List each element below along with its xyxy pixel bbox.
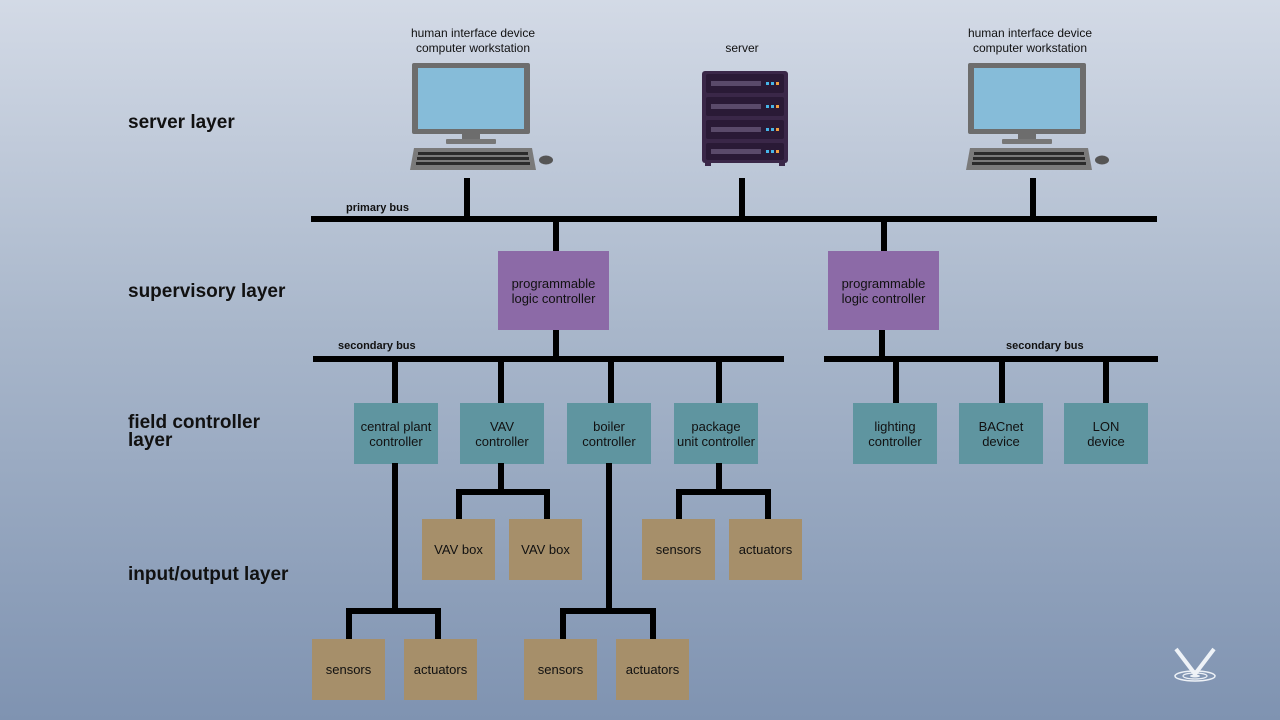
plc-left-line1: programmable	[511, 275, 596, 291]
branch-line	[456, 489, 550, 495]
bus-connector	[739, 178, 745, 218]
branch-line	[544, 489, 550, 521]
secondary-bus-right	[824, 356, 1158, 362]
branch-line	[650, 608, 656, 640]
branch-line	[560, 608, 656, 614]
supervisory-layer-label: supervisory layer	[128, 281, 286, 302]
fc-line1: lighting	[874, 418, 916, 434]
server-layer-label: server layer	[128, 112, 235, 133]
io-layer-label: input/output layer	[128, 564, 289, 585]
server-icon	[702, 71, 788, 166]
plc-left: programmable logic controller	[498, 251, 609, 330]
fc-line1: package	[691, 418, 741, 434]
branch-line	[456, 489, 462, 521]
bus-connector	[553, 330, 559, 358]
secondary-bus-left-label: secondary bus	[338, 340, 416, 352]
field-controller-layer-label: field controller layer	[128, 412, 260, 451]
workstation-icon	[966, 63, 1109, 170]
workstation-right-label-line1: human interface device	[967, 26, 1093, 40]
fc-line2: device	[982, 433, 1020, 449]
branch-line	[346, 608, 352, 640]
fc-line1: VAV	[489, 418, 515, 434]
plc-right: programmable logic controller	[828, 251, 939, 330]
branch-line	[346, 608, 441, 614]
primary-bus	[311, 216, 1157, 222]
fc-line2: controller	[868, 433, 922, 449]
field-controller-layer-label-line2: layer	[128, 430, 173, 451]
secondary-bus-left	[313, 356, 784, 362]
actuators-box: actuators	[616, 639, 689, 700]
plc-right-line2: logic controller	[841, 290, 926, 306]
actuators-box: actuators	[729, 519, 802, 580]
server-label: server	[725, 41, 759, 55]
sensors-box: sensors	[524, 639, 597, 700]
fc-line1: central plant	[360, 418, 432, 434]
vav-box: VAV box	[422, 519, 495, 580]
bus-connector	[553, 220, 559, 252]
fc-line1: boiler	[593, 418, 625, 434]
fc-line2: controller	[369, 433, 423, 449]
plc-right-line1: programmable	[841, 275, 926, 291]
workstation-left-label-line1: human interface device	[410, 26, 536, 40]
secondary-bus-right-label: secondary bus	[1006, 340, 1084, 352]
bus-connector	[716, 360, 722, 404]
logo-icon	[1174, 647, 1216, 682]
vav-box: VAV box	[509, 519, 582, 580]
plc-left-line2: logic controller	[511, 290, 596, 306]
bus-connector	[608, 360, 614, 404]
bus-connector	[498, 360, 504, 404]
branch-line	[606, 463, 612, 612]
branch-line	[676, 489, 771, 495]
fc-line1: LON	[1092, 418, 1120, 434]
branch-line	[765, 489, 771, 521]
workstation-right-label: human interface device computer workstat…	[947, 26, 1113, 56]
workstation-icon	[410, 63, 553, 170]
bus-connector	[392, 360, 398, 404]
workstation-left-label-line2: computer workstation	[415, 41, 531, 55]
bus-connector	[999, 360, 1005, 404]
bus-connector	[1030, 178, 1036, 218]
sensors-box: sensors	[642, 519, 715, 580]
fc-line2: device	[1087, 433, 1125, 449]
bus-connector	[464, 178, 470, 218]
branch-line	[498, 463, 504, 492]
workstation-right-label-line2: computer workstation	[972, 41, 1088, 55]
fc-line1: BACnet	[978, 418, 1024, 434]
field-controller-layer-label-line1: field controller	[128, 412, 260, 433]
branch-line	[435, 608, 441, 640]
primary-bus-label: primary bus	[346, 202, 409, 214]
bus-connector	[881, 220, 887, 252]
branch-line	[392, 463, 398, 612]
branch-line	[716, 463, 722, 492]
fc-line2: controller	[475, 433, 529, 449]
bus-connector	[1103, 360, 1109, 404]
bus-connector	[893, 360, 899, 404]
actuators-box: actuators	[404, 639, 477, 700]
branch-line	[560, 608, 566, 640]
fc-line2: controller	[582, 433, 636, 449]
sensors-box: sensors	[312, 639, 385, 700]
workstation-left-label: human interface device computer workstat…	[390, 26, 556, 56]
fc-line2: unit controller	[676, 433, 756, 449]
branch-line	[676, 489, 682, 521]
bus-connector	[879, 330, 885, 358]
